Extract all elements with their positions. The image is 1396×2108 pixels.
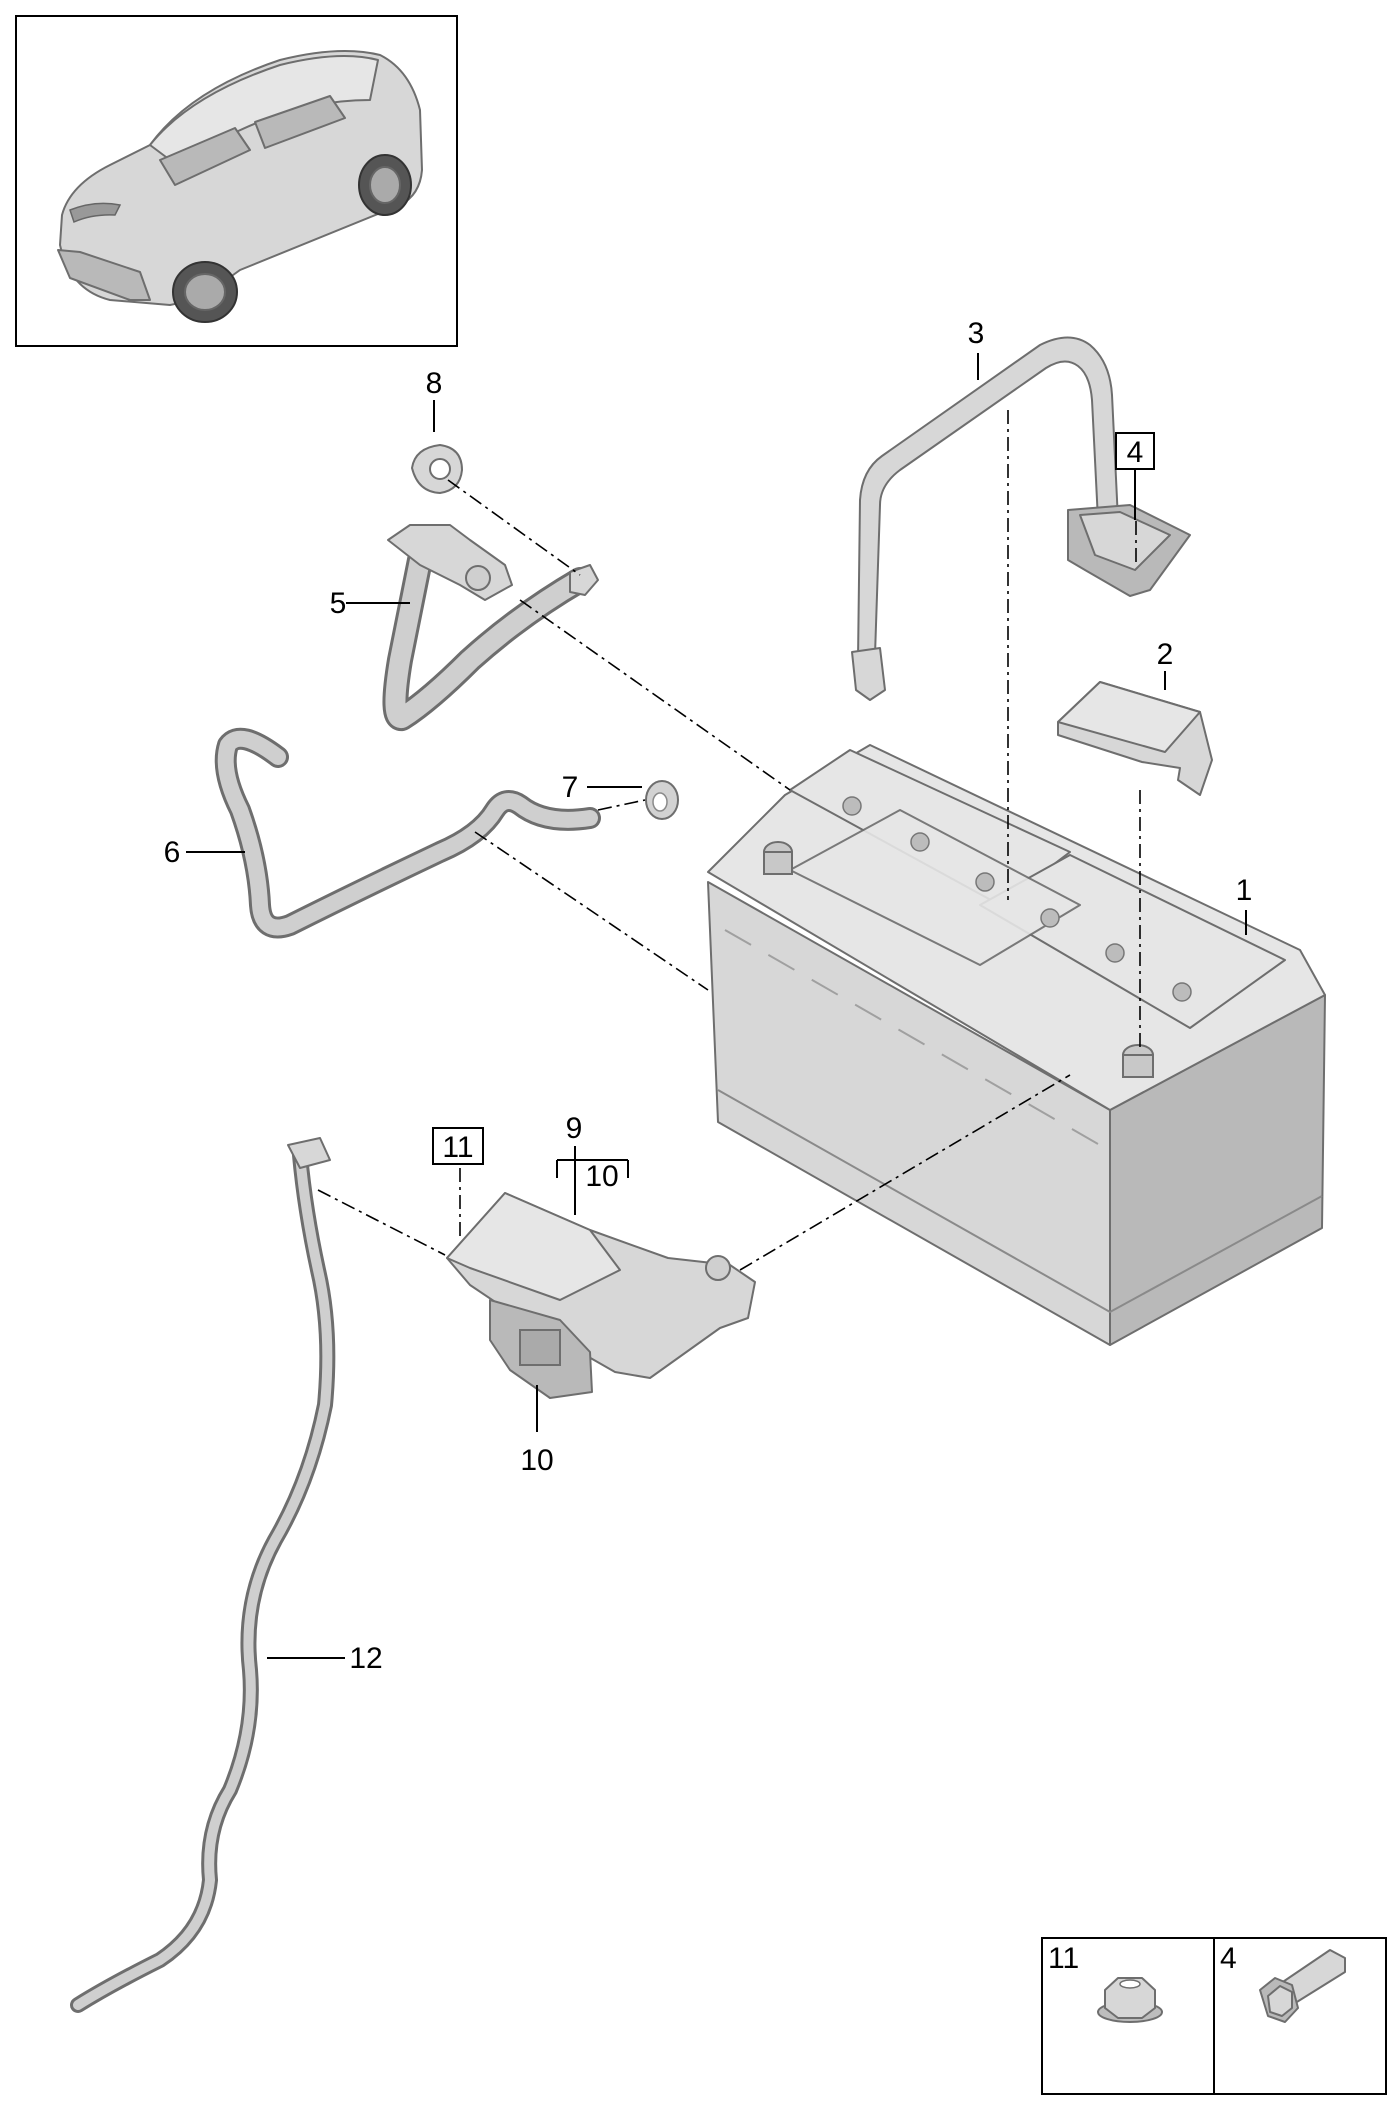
callout-10-lower: 10 (520, 1444, 553, 1477)
part-2-terminal-cover (1057, 681, 1213, 796)
assembly-lines (317, 410, 1141, 1271)
vehicle-thumbnail (15, 15, 458, 347)
callout-7: 7 (562, 771, 579, 804)
callout-6: 6 (164, 836, 181, 869)
part-12-ground-strap (70, 1137, 336, 2013)
part-7-grommet (645, 780, 679, 820)
callout-3: 3 (968, 317, 985, 350)
hex-bolt-icon (1259, 1949, 1346, 2023)
legend-nut-label: 11 (1048, 1942, 1079, 1975)
part-9-battery-sensor (446, 1192, 756, 1399)
legend-bolt-label: 4 (1220, 1942, 1237, 1975)
callout-4-box (1115, 432, 1155, 470)
part-3-strap (851, 336, 1191, 701)
callout-11-box (432, 1127, 484, 1165)
part-1-battery (707, 744, 1326, 1346)
callout-12: 12 (349, 1642, 382, 1675)
part-6-vent-hose (214, 727, 601, 939)
callout-8: 8 (426, 367, 443, 400)
part-5-terminal-cable (382, 524, 599, 731)
callout-10-upper: 10 (585, 1160, 618, 1193)
small-parts-legend: 11 4 (1041, 1937, 1387, 2095)
callout-1: 1 (1236, 874, 1253, 907)
callout-5: 5 (330, 587, 347, 620)
callout-9: 9 (566, 1112, 583, 1145)
leader-lines (186, 353, 1247, 1659)
part-8-clip (411, 444, 463, 494)
callout-11: 11 (442, 1131, 473, 1164)
callout-4: 4 (1127, 436, 1144, 469)
callout-2: 2 (1157, 638, 1174, 671)
hex-flange-nut-icon (1097, 1977, 1163, 2023)
